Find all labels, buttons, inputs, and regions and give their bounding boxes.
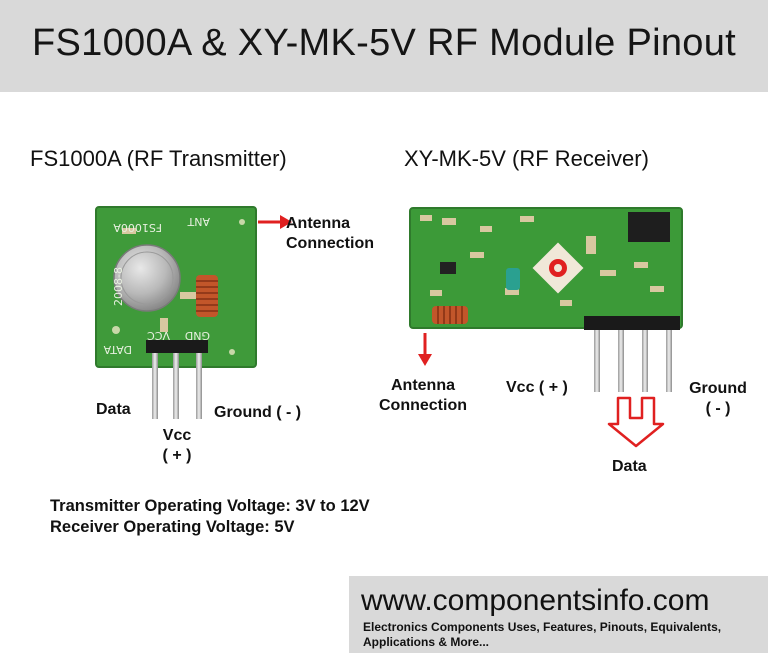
rx-pin-header (584, 316, 680, 330)
page-title: FS1000A & XY-MK-5V RF Module Pinout (32, 22, 736, 64)
rx-antenna-label: Antenna Connection (379, 377, 467, 414)
tx-ground-label: Ground ( - ) (214, 404, 302, 421)
rx-antenna-arrow (418, 333, 432, 366)
transmitter-board: FS1000A ANT 2008-8 VCC GND DATA (95, 206, 257, 419)
antenna-coil (196, 275, 218, 317)
tx-antenna-arrow (258, 215, 292, 229)
tx-pin-header (146, 340, 208, 353)
rx-data-label: Data (612, 458, 647, 475)
tx-silk-data: DATA (103, 343, 132, 356)
rx-ground-label: Ground ( - ) (689, 380, 747, 417)
site-url[interactable]: www.componentsinfo.com (361, 584, 710, 617)
rx-pin-data1 (618, 330, 624, 392)
receiver-ic (628, 212, 670, 242)
receiver-title: XY-MK-5V (RF Receiver) (404, 146, 649, 171)
rx-pin-data2 (642, 330, 648, 392)
tx-silk-date: 2008-8 (112, 267, 125, 306)
footer-box: www.componentsinfo.com Electronics Compo… (349, 576, 768, 653)
receiver-antenna-coil (432, 306, 468, 324)
receiver-board (409, 207, 683, 392)
rx-data-arrow (607, 396, 665, 448)
tx-pin-data (152, 353, 158, 419)
rx-pin-vcc (594, 330, 600, 392)
rx-vcc-label: Vcc ( + ) (506, 379, 568, 396)
receiver-voltage-note: Receiver Operating Voltage: 5V (50, 518, 295, 536)
tx-vcc-label: Vcc ( + ) (162, 427, 192, 464)
tx-pin-gnd (196, 353, 202, 419)
transmitter-title: FS1000A (RF Transmitter) (30, 146, 287, 171)
tx-silk-ant: ANT (187, 215, 210, 228)
tx-silk-vcc: VCC (147, 329, 170, 342)
tx-antenna-label: Antenna Connection (286, 215, 374, 252)
crystal-can (113, 244, 181, 312)
site-tagline: Electronics Components Uses, Features, P… (363, 620, 722, 649)
voltage-notes: Transmitter Operating Voltage: 3V to 12V… (50, 496, 370, 538)
header-banner: FS1000A & XY-MK-5V RF Module Pinout (0, 0, 768, 92)
tx-silk-model: FS1000A (113, 221, 162, 234)
tx-data-label: Data (96, 401, 131, 418)
rx-pin-gnd (666, 330, 672, 392)
tx-silk-gnd: GND (185, 329, 210, 342)
transmitter-voltage-note: Transmitter Operating Voltage: 3V to 12V (50, 497, 370, 515)
tx-pin-vcc (173, 353, 179, 419)
